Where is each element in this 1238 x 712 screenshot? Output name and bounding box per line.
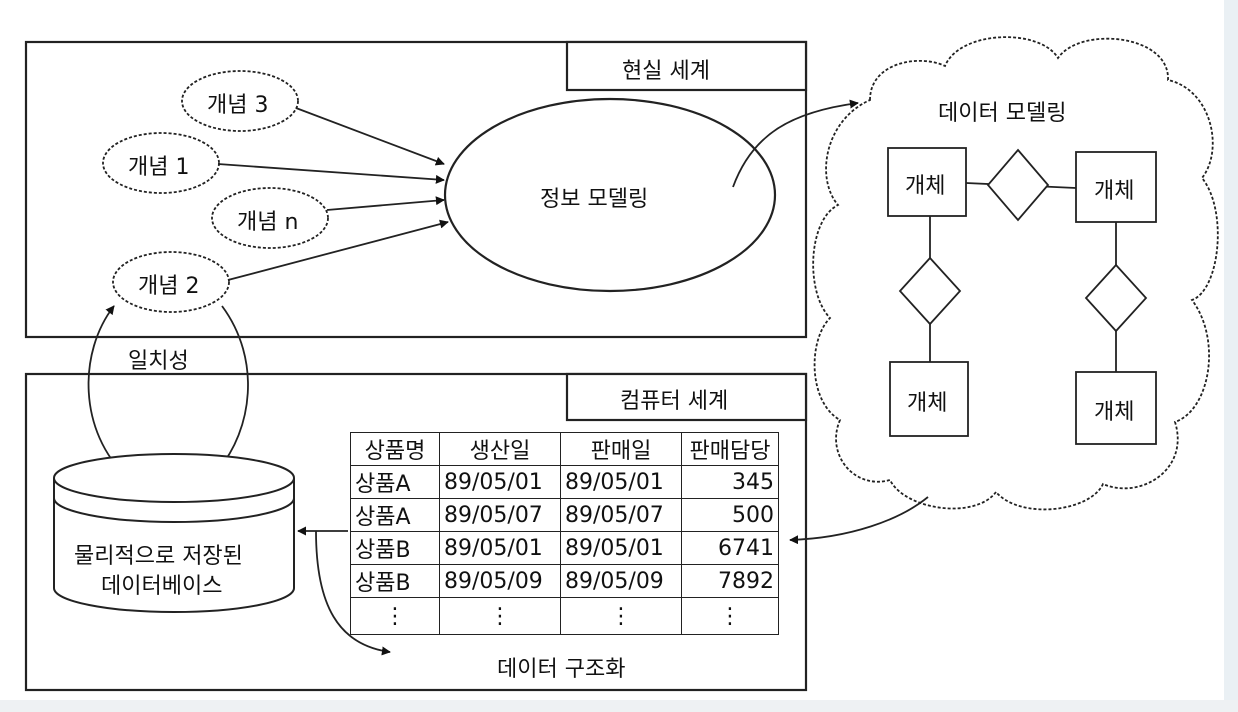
page-edge-right (1224, 0, 1238, 712)
column-header-sale-date: 판매일 (560, 432, 682, 466)
table-cell: 89/05/09 (439, 564, 561, 598)
table-cell: 7892 (681, 564, 779, 598)
table-cell: 89/05/07 (560, 498, 682, 532)
entity-label-bottom-left: 개체 (907, 391, 948, 416)
info-modeling-label: 정보 모델링 (540, 187, 649, 212)
arrow-consistency-down (217, 305, 249, 471)
table-row: 상품B 89/05/09 89/05/09 7892 (350, 564, 779, 598)
entity-label-top-left: 개체 (905, 174, 946, 199)
table-cell: 89/05/01 (439, 531, 561, 565)
concept-3-label: 개념 3 (207, 93, 269, 118)
table-cell: 6741 (681, 531, 779, 565)
table-header-row: 상품명 생산일 판매일 판매담당 (350, 432, 779, 466)
relationship-diamond-right (1084, 263, 1148, 333)
arrow-to-data-modeling (732, 99, 859, 188)
table-row: 상품B 89/05/01 89/05/01 6741 (350, 531, 779, 565)
table-cell: 상품B (350, 564, 440, 598)
real-world-title-box (565, 40, 808, 92)
table-cell: 상품A (350, 498, 440, 532)
arrow-concept-2 (227, 219, 449, 281)
table-cell: 상품A (350, 465, 440, 499)
concept-n-label: 개념 n (237, 210, 299, 235)
entity-label-top-right: 개체 (1094, 179, 1135, 204)
entity-box-bottom-right (1075, 371, 1157, 445)
column-header-production-date: 생산일 (439, 432, 561, 466)
entity-box-bottom-left (889, 361, 969, 437)
arrow-consistency-up (87, 305, 129, 479)
relationship-diamond-left (898, 256, 962, 326)
page-edge-bottom (0, 700, 1238, 712)
entity-box-top-left (887, 147, 967, 217)
relationship-diamond-top (986, 148, 1050, 222)
data-modeling-title: 데이터 모델링 (938, 101, 1067, 126)
table-row: 상품A 89/05/07 89/05/07 500 (350, 498, 779, 532)
table-row: 상품A 89/05/01 89/05/01 345 (350, 465, 779, 499)
arrow-concept-3 (295, 107, 445, 166)
column-header-product: 상품명 (350, 432, 440, 466)
concept-n-cloud (211, 187, 329, 249)
concept-1-label: 개념 1 (128, 155, 190, 180)
concept-2-label: 개념 2 (138, 274, 200, 299)
concept-2-cloud (112, 251, 230, 313)
table-cell: 89/05/01 (560, 531, 682, 565)
entity-label-bottom-right: 개체 (1094, 400, 1135, 425)
computer-world-title: 컴퓨터 세계 (620, 389, 729, 414)
real-world-title: 현실 세계 (622, 59, 710, 84)
table-cell: 89/05/07 (439, 498, 561, 532)
arrow-concept-1 (217, 163, 445, 184)
table-cell: 500 (681, 498, 779, 532)
arrow-data-structuring (315, 530, 391, 656)
database-label-line-2: 데이터베이스 (101, 574, 223, 599)
entity-box-top-right (1075, 151, 1157, 223)
concept-3-cloud (181, 70, 299, 132)
data-structuring-label: 데이터 구조화 (497, 657, 626, 682)
table-cell-ellipsis: ⋮ (350, 597, 440, 635)
database-cylinder (53, 453, 295, 613)
table-cell: 89/05/01 (560, 465, 682, 499)
arrow-concept-n (326, 196, 445, 211)
info-modeling-ellipse (443, 97, 777, 293)
concept-1-cloud (102, 132, 220, 194)
computer-world-box (24, 372, 808, 692)
column-header-sales-rep: 판매담당 (681, 432, 779, 466)
computer-world-title-box (565, 372, 808, 422)
arrow-cloud-to-table (789, 496, 929, 545)
table-cell: 345 (681, 465, 779, 499)
table-cell: 89/05/01 (439, 465, 561, 499)
table-cell: 상품B (350, 531, 440, 565)
database-label-line-1: 물리적으로 저장된 (74, 544, 243, 569)
table-cell-ellipsis: ⋮ (439, 597, 561, 635)
table-cell-ellipsis: ⋮ (681, 597, 779, 635)
table-cell: 89/05/09 (560, 564, 682, 598)
table-row: ⋮ ⋮ ⋮ ⋮ (350, 597, 779, 635)
consistency-label: 일치성 (128, 349, 189, 374)
product-table: 상품명 생산일 판매일 판매담당 상품A 89/05/01 89/05/01 3… (350, 432, 779, 635)
real-world-box (24, 40, 808, 339)
table-cell-ellipsis: ⋮ (560, 597, 682, 635)
